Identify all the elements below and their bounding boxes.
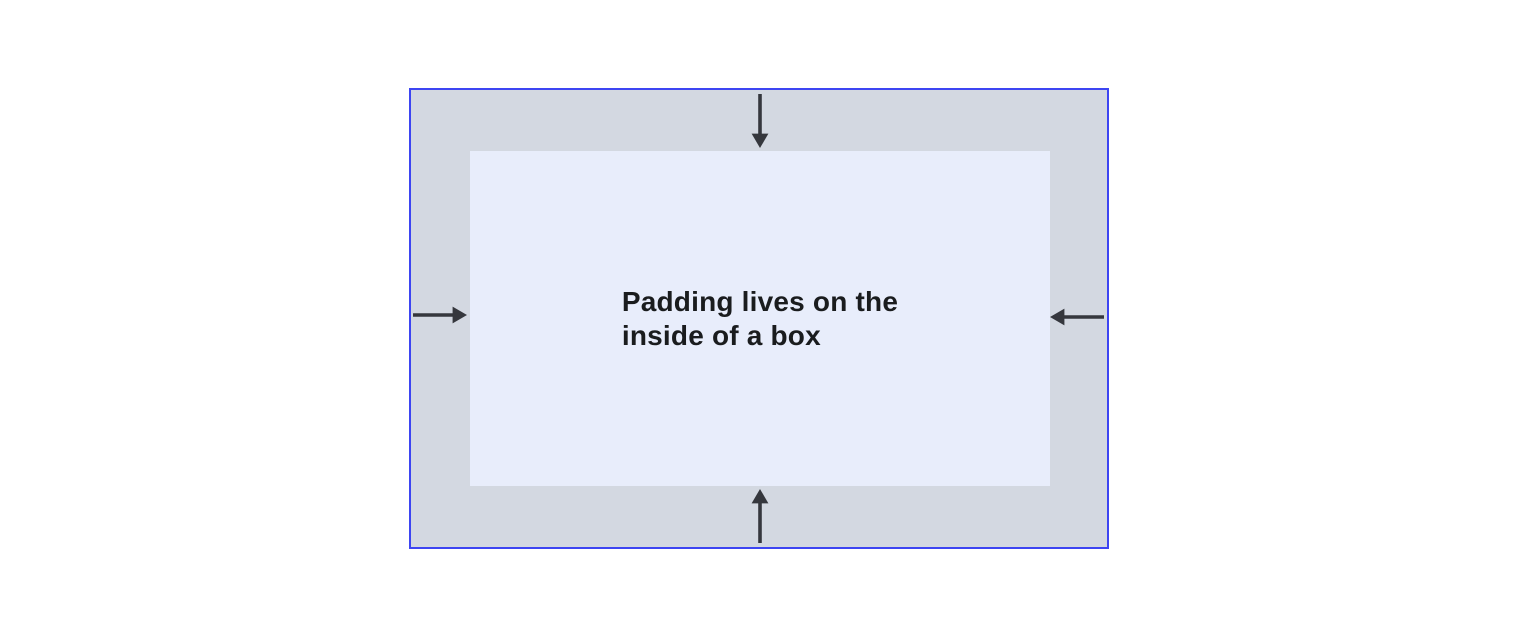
content-box: Padding lives on the inside of a box [470, 151, 1050, 486]
diagram-label-line2: inside of a box [621, 319, 821, 351]
diagram-label: Padding lives on the inside of a box [622, 285, 898, 353]
arrow-down-icon [751, 94, 769, 148]
arrow-right-icon [413, 306, 467, 324]
diagram-label-line1: Padding lives on the [621, 285, 899, 317]
arrow-left-icon [1050, 308, 1104, 326]
padding-area-box: Padding lives on the inside of a box [409, 88, 1109, 549]
arrow-up-icon [751, 489, 769, 543]
